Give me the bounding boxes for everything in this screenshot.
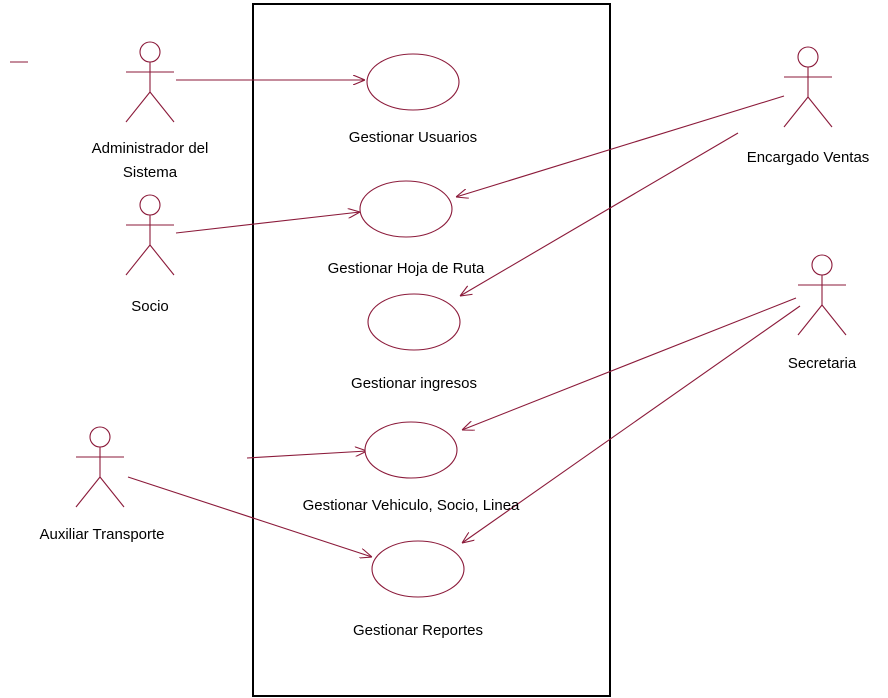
- actor-label: Encargado Ventas: [747, 149, 870, 166]
- association-auxiliar-to-reportes: [127, 476, 372, 557]
- actor-encargado[interactable]: Encargado Ventas: [747, 46, 870, 166]
- actor-label: Administrador del: [92, 140, 209, 157]
- association-auxiliar-to-vehiculo: [246, 451, 367, 459]
- use-case-ellipse[interactable]: [364, 421, 458, 479]
- association-secretaria-to-reportes: [462, 305, 801, 543]
- association-encargado-to-ingresos: [460, 132, 739, 296]
- association-socio-to-hoja-ruta: [175, 212, 360, 234]
- actor-stick-figure-icon: [75, 426, 125, 508]
- use-case-ellipse[interactable]: [367, 293, 461, 351]
- use-case-hoja-ruta[interactable]: Gestionar Hoja de Ruta: [328, 180, 485, 277]
- actor-stick-figure-icon: [783, 46, 833, 128]
- use-case-label: Gestionar Vehiculo, Socio, Linea: [303, 497, 520, 514]
- system-boundary: [252, 3, 611, 697]
- actor-label: Secretaria: [788, 355, 857, 372]
- use-case-ellipse[interactable]: [371, 540, 465, 598]
- actor-secretaria[interactable]: Secretaria: [788, 254, 857, 372]
- use-case-label: Gestionar Hoja de Ruta: [328, 260, 485, 277]
- actor-stick-figure-icon: [125, 41, 175, 123]
- use-case-ellipse[interactable]: [359, 180, 453, 238]
- use-case-vehiculo[interactable]: Gestionar Vehiculo, Socio, Linea: [303, 421, 520, 514]
- association-secretaria-to-vehiculo: [462, 297, 797, 430]
- actor-label: Sistema: [123, 164, 178, 181]
- actor-stick-figure-icon: [125, 194, 175, 276]
- actor-stick-figure-icon: [797, 254, 847, 336]
- use-case-ingresos[interactable]: Gestionar ingresos: [351, 293, 477, 392]
- association-encargado-to-hoja-ruta: [456, 95, 785, 197]
- use-case-label: Gestionar ingresos: [351, 375, 477, 392]
- use-case-usuarios[interactable]: Gestionar Usuarios: [349, 53, 477, 146]
- actor-label: Socio: [131, 298, 169, 315]
- use-case-label: Gestionar Usuarios: [349, 129, 477, 146]
- use-case-ellipse[interactable]: [366, 53, 460, 111]
- use-case-reportes[interactable]: Gestionar Reportes: [353, 540, 483, 639]
- actor-label: Auxiliar Transporte: [39, 526, 164, 543]
- actor-auxiliar[interactable]: Auxiliar Transporte: [39, 426, 165, 543]
- use-case-label: Gestionar Reportes: [353, 622, 483, 639]
- actor-socio[interactable]: Socio: [125, 194, 175, 315]
